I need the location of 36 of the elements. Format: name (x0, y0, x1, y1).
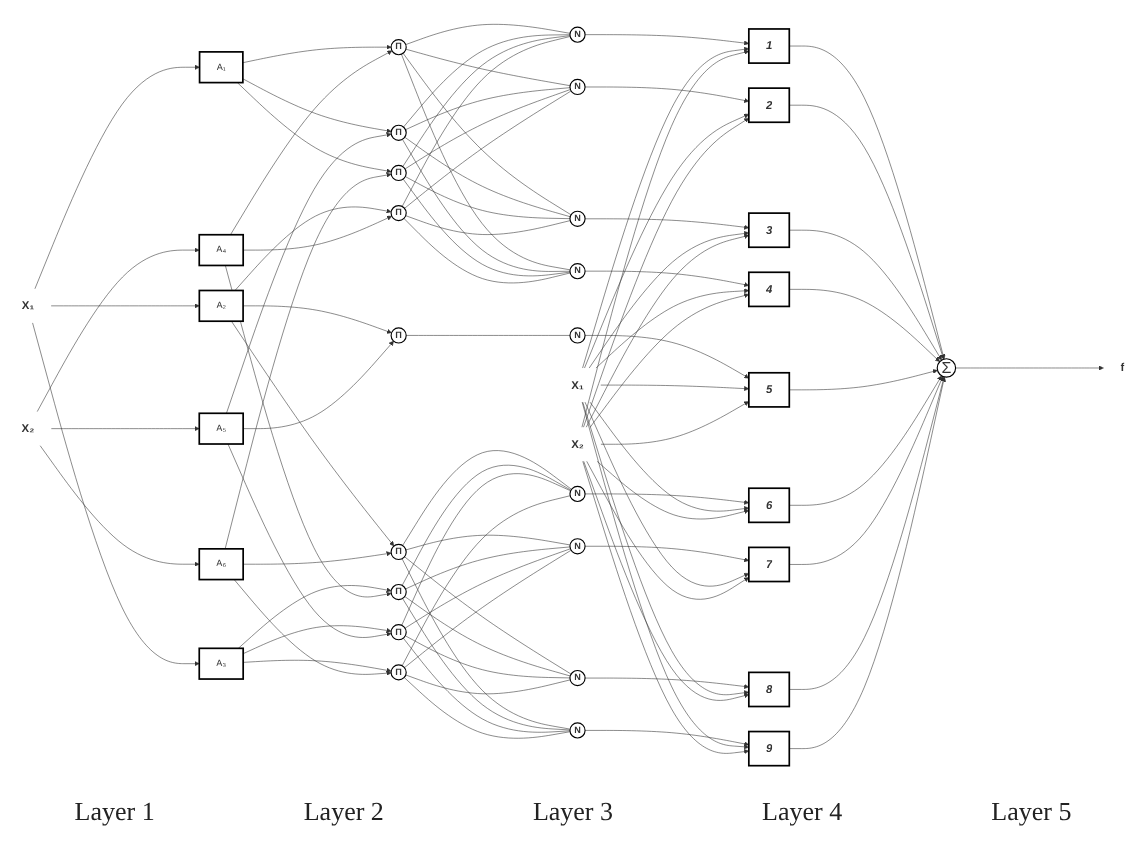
connector (404, 89, 571, 170)
connector (405, 546, 571, 590)
layer-label: Layer 1 (74, 796, 155, 828)
connector (405, 635, 571, 679)
connector (403, 218, 571, 284)
connector (404, 136, 571, 218)
connector (401, 558, 571, 730)
connector (405, 24, 571, 45)
connector (405, 176, 571, 219)
connector (402, 35, 571, 167)
layer-label: Layer 4 (762, 796, 843, 828)
layer-label: Layer 2 (303, 796, 384, 828)
connector (404, 596, 571, 677)
connector (405, 87, 571, 130)
connector (402, 598, 571, 731)
connector (401, 495, 571, 666)
connector (405, 335, 571, 336)
connector (401, 36, 571, 207)
connector (403, 637, 571, 733)
layer-label: Layer 3 (532, 796, 614, 828)
connector (401, 473, 571, 626)
layer-label: Layer 5 (991, 796, 1072, 828)
connector (405, 48, 571, 86)
connector (405, 674, 571, 695)
connector (404, 548, 571, 629)
connector (402, 139, 571, 272)
connector (402, 450, 572, 546)
connector (401, 53, 571, 271)
connector (405, 215, 571, 235)
connector (402, 53, 572, 216)
connector (404, 90, 572, 209)
connector (402, 178, 571, 277)
connector (405, 534, 571, 551)
connector (403, 34, 571, 128)
connector (401, 464, 572, 586)
connector (403, 677, 571, 739)
